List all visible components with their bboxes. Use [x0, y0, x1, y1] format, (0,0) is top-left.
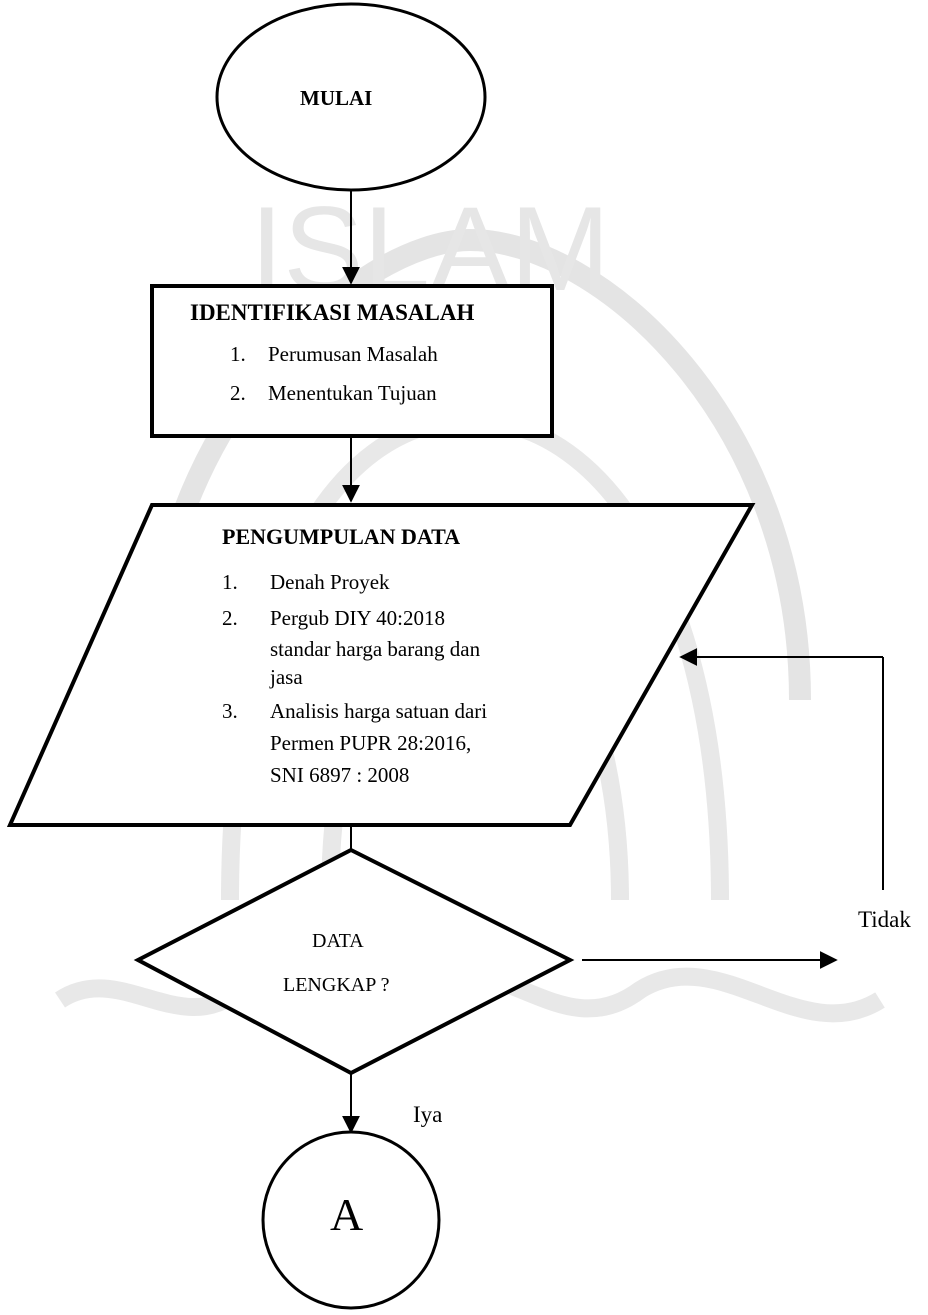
edge-no-label: Tidak	[858, 907, 911, 932]
decision-line-2: LENGKAP ?	[283, 974, 390, 996]
data-parallelogram	[6, 503, 756, 827]
data-item-2-line-3: jasa	[270, 665, 303, 689]
data-item-3-num: 3.	[222, 699, 238, 723]
identify-item-2-num: 2.	[230, 381, 246, 405]
identify-item-1-text: Perumusan Masalah	[268, 342, 438, 366]
edge-yes-label: Iya	[413, 1102, 443, 1127]
data-item-3-line-2: Permen PUPR 28:2016,	[270, 731, 472, 755]
identify-box	[150, 284, 554, 438]
identify-item-1-num: 1.	[230, 342, 246, 366]
data-title: PENGUMPULAN DATA	[222, 524, 461, 549]
data-item-2-num: 2.	[222, 606, 238, 630]
decision-line-1: DATA	[312, 930, 364, 952]
identify-title: IDENTIFIKASI MASALAH	[190, 300, 475, 325]
data-item-3-line-1: Analisis harga satuan dari	[270, 699, 488, 723]
start-label: MULAI	[300, 86, 373, 110]
data-item-2-line-2: standar harga barang dan	[270, 637, 481, 661]
data-item-1-line-1: Denah Proyek	[270, 570, 390, 594]
end-connector	[261, 1130, 441, 1310]
identify-item-2-text: Menentukan Tujuan	[268, 381, 437, 405]
data-item-1-num: 1.	[222, 570, 238, 594]
decision-diamond	[133, 847, 575, 1076]
data-item-2-line-1: Pergub DIY 40:2018	[270, 606, 445, 630]
end-label: A	[330, 1189, 364, 1240]
data-item-3-line-3: SNI 6897 : 2008	[270, 763, 410, 787]
